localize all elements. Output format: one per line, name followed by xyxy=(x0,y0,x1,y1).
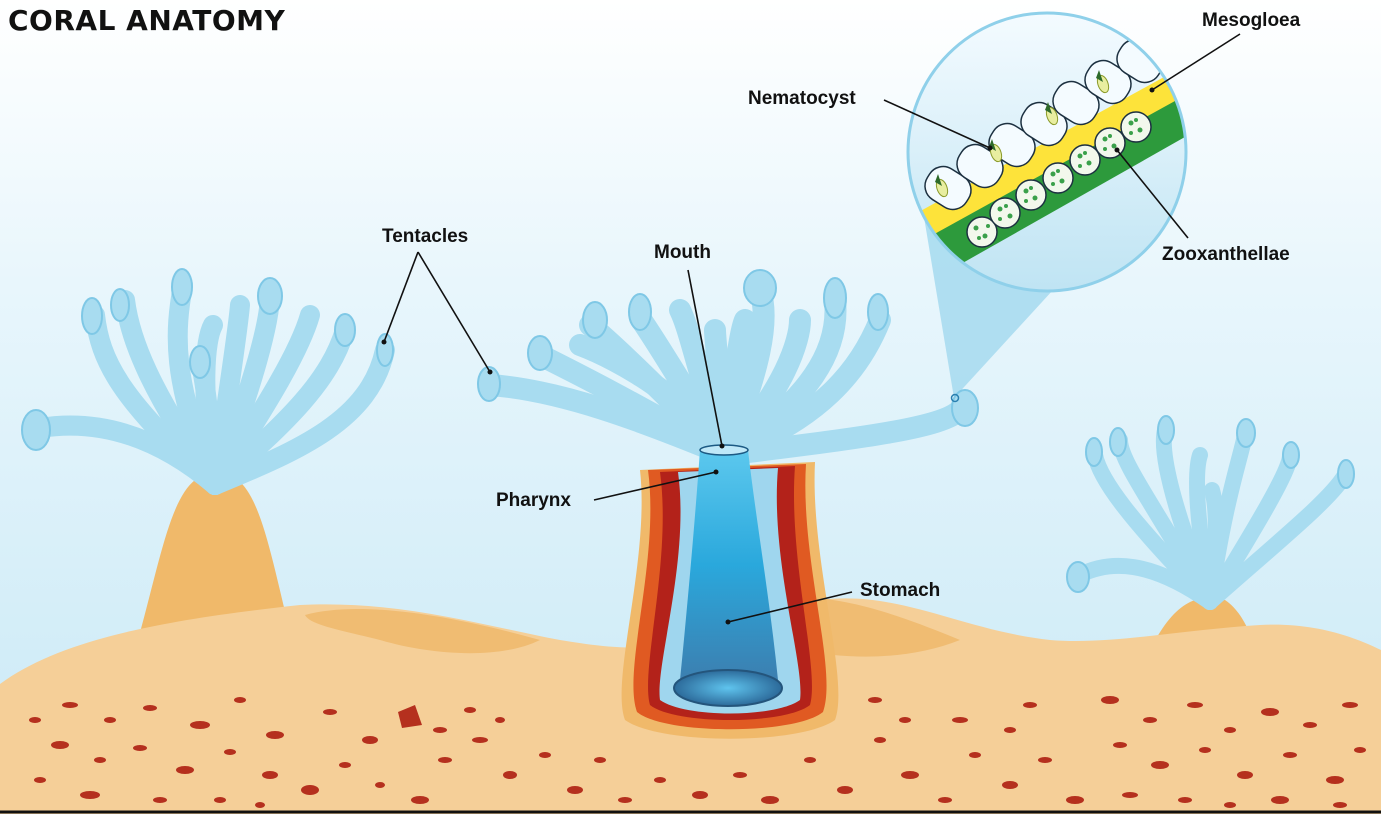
label-mesogloea: Mesogloea xyxy=(1202,10,1300,32)
label-mouth: Mouth xyxy=(654,242,711,264)
label-zooxanthellae: Zooxanthellae xyxy=(1162,244,1290,266)
label-pharynx: Pharynx xyxy=(496,490,571,512)
label-tentacles: Tentacles xyxy=(382,226,468,248)
diagram-title: CORAL ANATOMY xyxy=(8,4,285,37)
label-stomach: Stomach xyxy=(860,580,940,602)
stomach-bottom xyxy=(674,670,782,706)
label-nematocyst: Nematocyst xyxy=(748,88,856,110)
